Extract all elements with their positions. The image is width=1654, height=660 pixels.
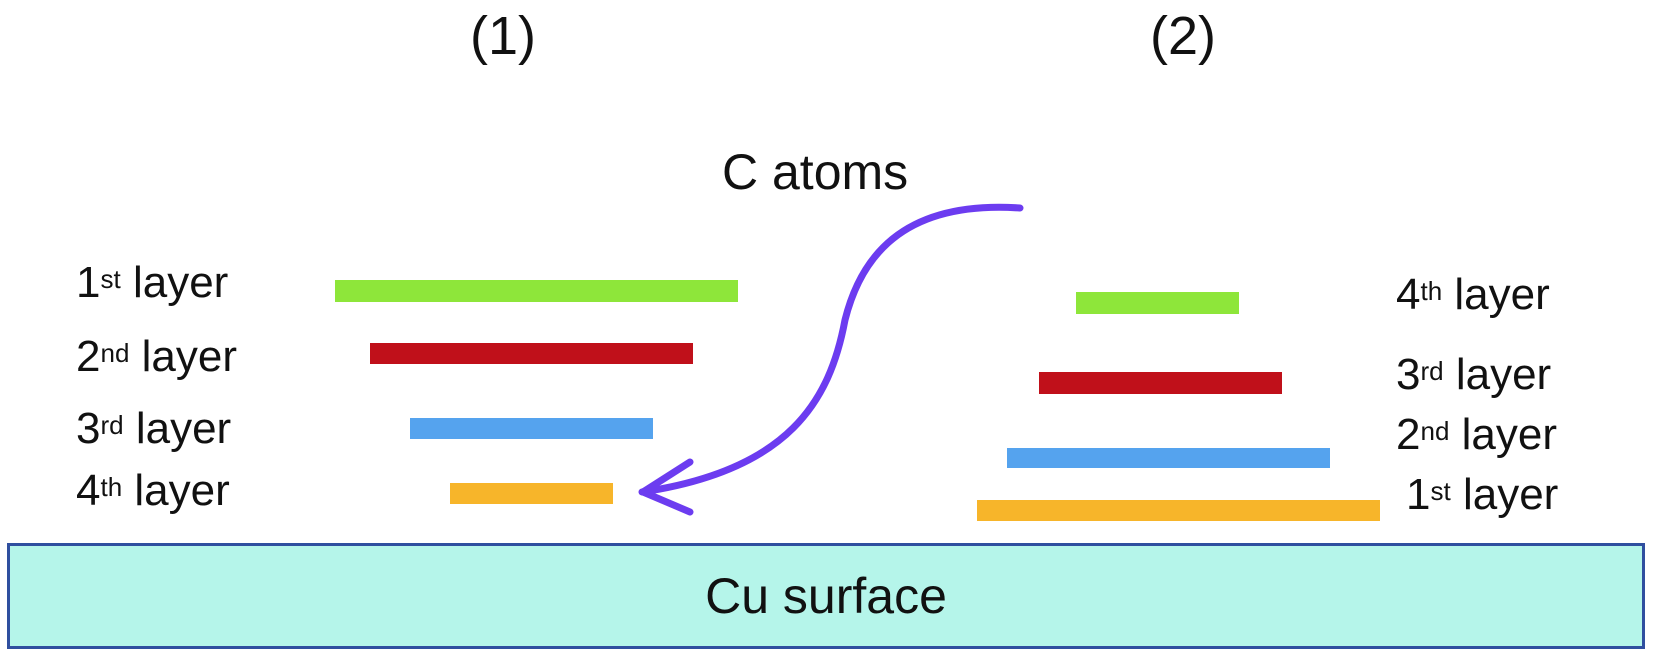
panel-1-layer-label-1: 1st layer	[76, 258, 229, 307]
panel-2-layer-label-2: 2nd layer	[1396, 410, 1558, 459]
panel-1-layer-label-4: 4th layer	[76, 466, 230, 515]
panel-2-layer-label-1: 1st layer	[1406, 470, 1559, 519]
panel-2-layer-label-4: 4th layer	[1396, 270, 1550, 319]
panel-2-layer-4-bar	[1076, 292, 1239, 314]
panel-2-layer-label-3: 3rd layer	[1396, 350, 1552, 399]
panel-1-layer-4-bar	[450, 483, 613, 504]
diffusion-arrow-curve	[638, 203, 1024, 496]
cu-surface-substrate: Cu surface	[7, 543, 1645, 649]
panel-1-layer-label-3: 3rd layer	[76, 404, 232, 453]
panel-2-layer-1-bar	[977, 500, 1380, 521]
panel-2-layer-2-bar	[1007, 448, 1330, 468]
diffusion-arrow-head	[639, 458, 694, 516]
panel-1-label: (1)	[470, 6, 536, 66]
c-atoms-label: C atoms	[722, 144, 909, 200]
panel-1-layer-2-bar	[370, 343, 693, 364]
panel-2-layer-3-bar	[1039, 372, 1282, 394]
panel-1-layer-label-2: 2nd layer	[76, 332, 238, 381]
panel-2-label: (2)	[1150, 6, 1216, 66]
panel-1-layer-3-bar	[410, 418, 653, 439]
panel-1-layer-1-bar	[335, 280, 738, 302]
cu-surface-label: Cu surface	[705, 568, 947, 624]
